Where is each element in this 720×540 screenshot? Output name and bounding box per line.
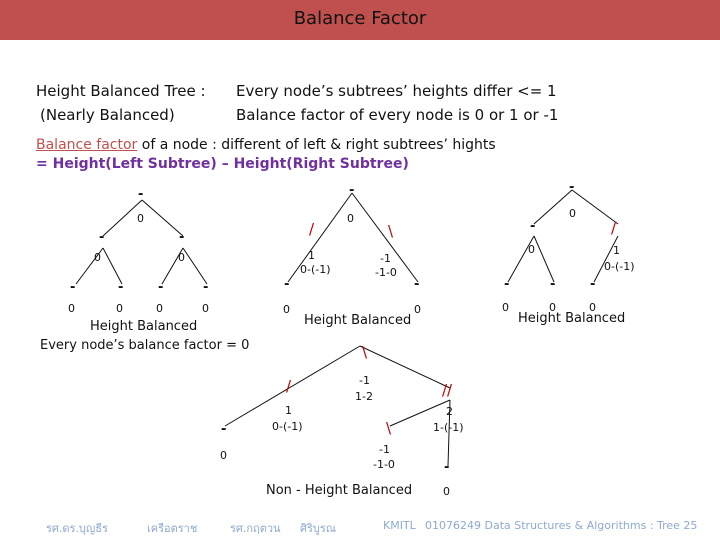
tree2-left-edge-mark: /: [309, 220, 315, 238]
tree3-right-bf: 1: [613, 244, 620, 257]
tree3-leaf-3-node: -: [590, 277, 596, 292]
tree4-right-edge-mark: //: [442, 381, 453, 399]
tree4-right-bf: 2: [446, 405, 453, 418]
definition-term-sub: (Nearly Balanced): [40, 106, 175, 124]
balance-factor-term: Balance factor: [36, 137, 138, 153]
tree4-left-bf-calc: 0-(-1): [272, 420, 303, 433]
footer-institution: KMITL: [383, 519, 416, 532]
balance-factor-text: of a node : different of left & right su…: [137, 137, 496, 153]
tree3-root-node: -: [569, 180, 575, 195]
tree2-left-bf-calc: 0-(-1): [300, 263, 331, 276]
tree2-right-bf: -1: [380, 252, 391, 265]
tree3-root-bf: 0: [569, 207, 576, 220]
tree1-left-node: -: [99, 230, 105, 245]
tree3-right-edge-mark: /: [611, 219, 617, 237]
tree1-leaf-3-bf: 0: [156, 302, 163, 315]
tree1-right-bf: 0: [178, 251, 185, 264]
tree3-leaf-2-bf: 0: [549, 301, 556, 314]
tree4-right-leaf-node: -: [444, 460, 450, 475]
tree1-leaf-4-bf: 0: [202, 302, 209, 315]
tree2-left-bf: 1: [308, 249, 315, 262]
tree2-right-leaf-node: -: [414, 277, 420, 292]
tree1-leaf-2-node: -: [118, 280, 124, 295]
tree4-root-bf: -1: [359, 374, 370, 387]
tree1-leaf-1-node: -: [70, 280, 76, 295]
balance-factor-definition: Balance factor of a node : different of …: [36, 137, 496, 153]
tree2-left-leaf-bf: 0: [283, 303, 290, 316]
tree4-left-leaf-bf: 0: [220, 449, 227, 462]
tree2-caption: Height Balanced: [304, 313, 412, 328]
tree3-left-node: -: [530, 219, 536, 234]
definition-rule-2: Balance factor of every node is 0 or 1 o…: [236, 106, 559, 124]
tree3-leaf-3-bf: 0: [589, 301, 596, 314]
tree1-left-bf: 0: [94, 251, 101, 264]
tree4-inner-bf: -1: [379, 443, 390, 456]
tree4-inner-edge-mark: \: [386, 419, 392, 437]
tree2-left-leaf-node: -: [284, 277, 290, 292]
footer-author-3: รศ.กฤตวน: [230, 522, 281, 535]
tree4-caption: Non - Height Balanced: [266, 483, 413, 498]
tree4-root-edge-mark: \: [362, 343, 368, 361]
tree1-right-node: -: [179, 230, 185, 245]
tree3-leaf-1-node: -: [504, 277, 510, 292]
tree4-left-leaf-node: -: [221, 422, 227, 437]
tree3-leaf-1-bf: 0: [502, 301, 509, 314]
definition-term: Height Balanced Tree :: [36, 82, 206, 100]
tree4-right-leaf-bf: 0: [443, 485, 450, 498]
title-bar: [0, 0, 720, 40]
tree1-root-bf: 0: [137, 212, 144, 225]
tree2-root-node: -: [349, 183, 355, 198]
tree4-root-bf-calc: 1-2: [355, 390, 373, 403]
definition-rule-1: Every node’s subtrees’ heights differ <=…: [236, 82, 557, 100]
tree3-left-bf: 0: [528, 243, 535, 256]
footer-author-2: เครือตราช: [147, 522, 198, 535]
tree2-right-bf-calc: -1-0: [375, 266, 397, 279]
tree1-root-node: -: [138, 187, 144, 202]
page-title: Balance Factor: [293, 8, 427, 29]
tree3-caption: Height Balanced: [518, 311, 626, 326]
tree2-root-bf: 0: [347, 212, 354, 225]
tree4-left-edge-mark: /: [286, 377, 292, 395]
tree4-right-bf-calc: 1-(-1): [433, 421, 464, 434]
balance-factor-formula: = Height(Left Subtree) – Height(Right Su…: [36, 156, 409, 172]
tree3-right-bf-calc: 0-(-1): [604, 260, 635, 273]
footer-course: 01076249 Data Structures & Algorithms : …: [425, 519, 698, 532]
tree1-leaf-3-node: -: [158, 280, 164, 295]
tree1-leaf-2-bf: 0: [116, 302, 123, 315]
tree2-right-edge-mark: \: [388, 222, 394, 240]
tree3-leaf-2-node: -: [550, 277, 556, 292]
tree1-caption: Height Balanced: [90, 319, 198, 334]
tree4-inner-bf-calc: -1-0: [373, 458, 395, 471]
footer-author-4: ศิริบูรณ: [300, 522, 336, 535]
tree1-leaf-1-bf: 0: [68, 302, 75, 315]
tree4-left-bf: 1: [285, 404, 292, 417]
tree2-right-leaf-bf: 0: [414, 303, 421, 316]
footer-author-1: รศ.ดร.บุญธีร: [46, 522, 108, 535]
tree1-caption-detail: Every node’s balance factor = 0: [40, 338, 250, 353]
tree1-leaf-4-node: -: [203, 280, 209, 295]
